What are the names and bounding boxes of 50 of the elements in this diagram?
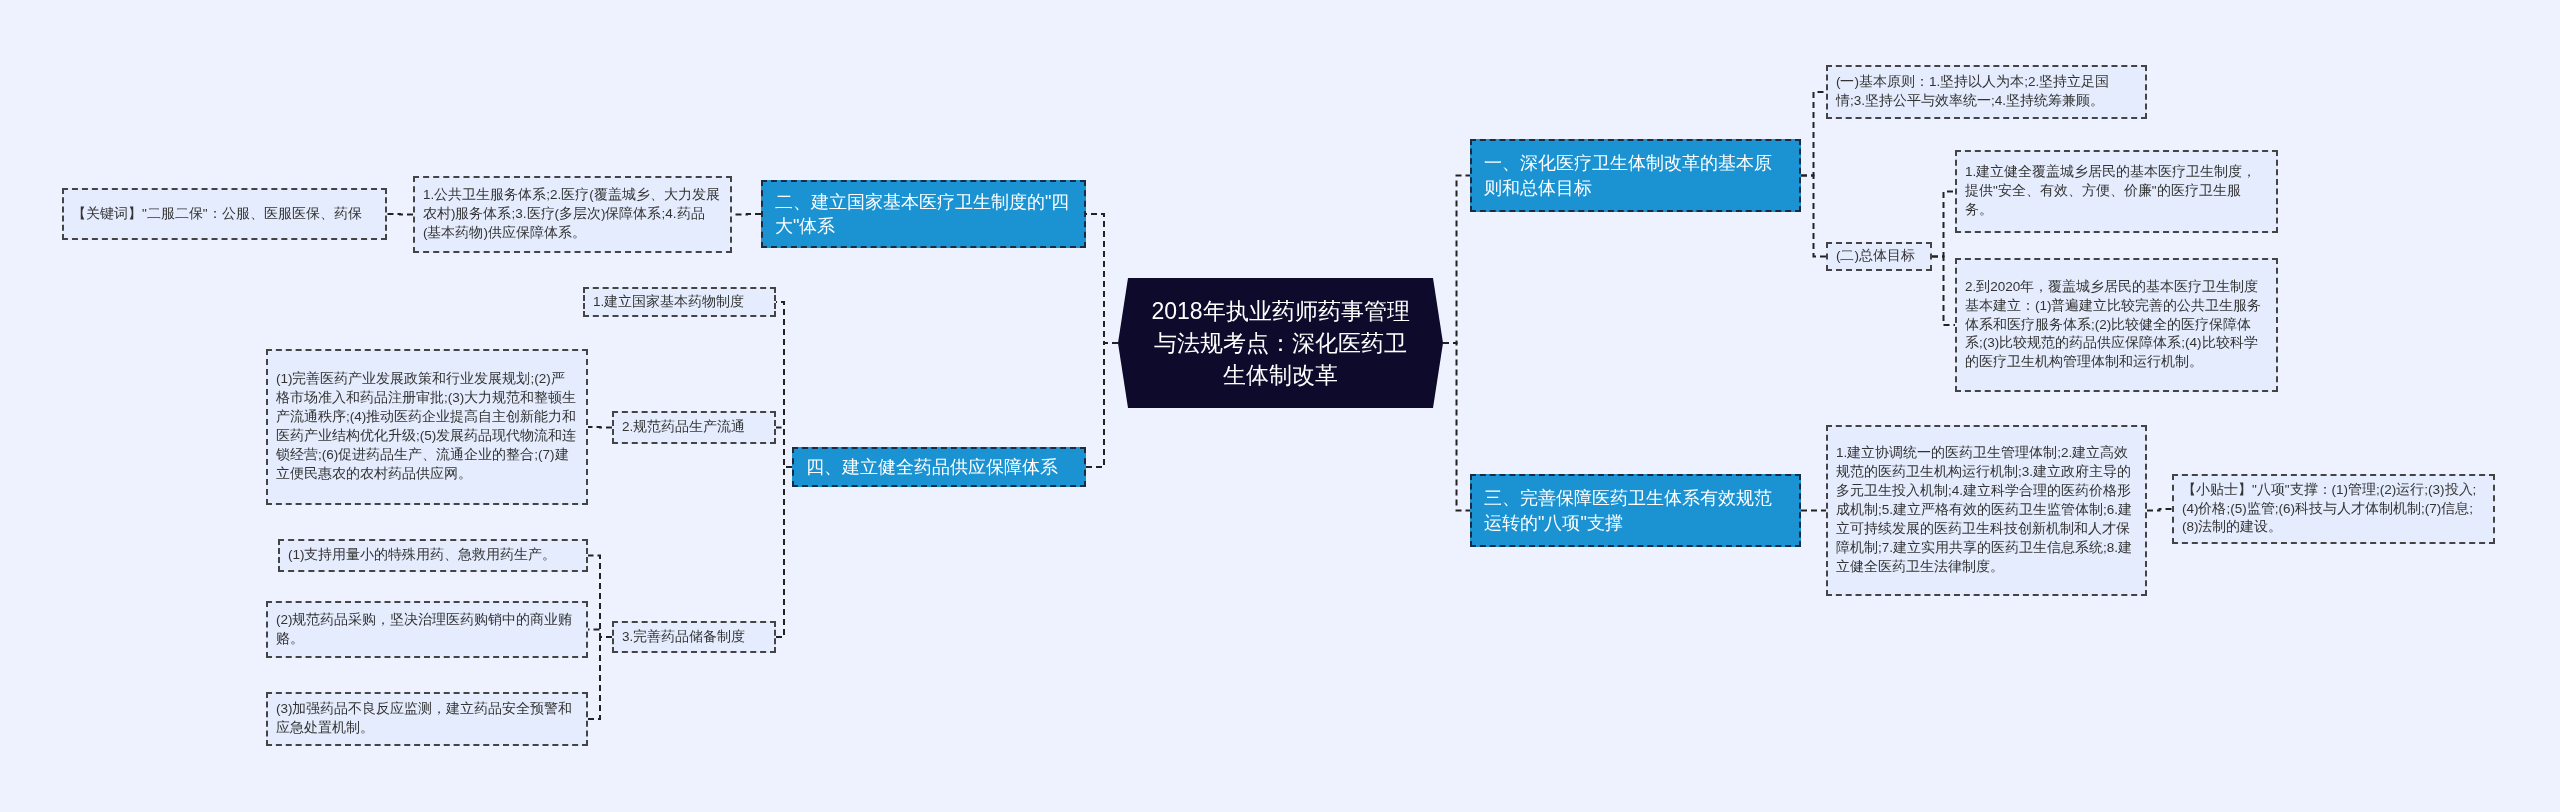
node-text: (1)完善医药产业发展政策和行业发展规划;(2)严格市场准入和药品注册审批;(3)大力规范和整顿生产流通秩序;(4)推动医药企业提高自主创新能力和医药产业结构优化升级;(5)发展药品现代物流和连锁经营;(6)促进药品生产、流通企业的整合;(7)建立便民惠农的农村药品供应网。 bbox=[276, 370, 578, 483]
node-text: 3.完善药品储备制度 bbox=[622, 627, 747, 646]
node-text: (1)支持用量小的特殊用药、急救用药生产。 bbox=[288, 546, 558, 565]
connector-line bbox=[1931, 255, 1956, 326]
subtopic-box bbox=[1826, 65, 2147, 119]
subtopic-box bbox=[1955, 150, 2278, 233]
topic-box bbox=[792, 447, 1086, 487]
topic-box bbox=[1470, 474, 1801, 547]
subtopic-box bbox=[1955, 258, 2278, 392]
node-text: 【小贴士】"八项"支撑：(1)管理;(2)运行;(3)投入;(4)价格;(5)监管;(6)科技与人才体制机制;(7)信息;(8)法制的建设。 bbox=[2182, 480, 2478, 537]
connector-line bbox=[1442, 342, 1471, 512]
subtopic-box bbox=[413, 176, 732, 253]
node-text: 2.到2020年，覆盖城乡居民的基本医疗卫生制度基本建立：(1)普遍建立比较完善的公共卫生服务体系和医疗服务体系;(2)比较健全的医疗保障体系;(3)比较规范的药品供应保障体系;(4)比较科学的医疗卫生机构管理体制和运行机制。 bbox=[1965, 277, 2263, 372]
node-text: (二)总体目标 bbox=[1836, 247, 1916, 266]
node-text: 一、深化医疗卫生体制改革的基本原则和总体目标 bbox=[1484, 152, 1773, 200]
node-text: 1.建立国家基本药物制度 bbox=[593, 292, 746, 311]
connector-line bbox=[1085, 342, 1119, 468]
subtopic-box bbox=[266, 692, 588, 746]
subtopic-box bbox=[612, 621, 776, 653]
subtopic-box bbox=[2172, 474, 2495, 544]
subtopic-box bbox=[612, 411, 776, 444]
subtopic-box bbox=[1826, 242, 1932, 271]
connector-line bbox=[1800, 509, 1827, 512]
central-topic-hexagon bbox=[1118, 278, 1443, 408]
topic-box bbox=[1470, 139, 1801, 212]
node-text: 三、完善保障医药卫生体系有效规范运转的"八项"支撑 bbox=[1484, 487, 1773, 535]
subtopic-box bbox=[278, 539, 588, 572]
node-text: 1.建立健全覆盖城乡居民的基本医疗卫生制度，提供"安全、有效、方便、价廉"的医疗卫生服务。 bbox=[1965, 163, 2258, 219]
node-text: 2.规范药品生产流通 bbox=[622, 418, 747, 437]
node-text: 2018年执业药师药事管理与法规考点：深化医药卫生体制改革 bbox=[1150, 296, 1411, 391]
subtopic-box bbox=[266, 349, 588, 505]
node-text: 1.公共卫生服务体系;2.医疗(覆盖城乡、大力发展农村)服务体系;3.医疗(多层次)保障体系;4.药品(基本药物)供应保障体系。 bbox=[423, 186, 721, 242]
connector-line bbox=[1800, 174, 1827, 258]
connector-line bbox=[587, 636, 613, 720]
subtopic-box bbox=[1826, 425, 2147, 596]
subtopic-box bbox=[583, 287, 776, 317]
node-text: (3)加强药品不良反应监测，建立药品安全预警和应急处置机制。 bbox=[276, 700, 574, 737]
node-text: 【关键词】"二服二保"：公服、医服医保、药保 bbox=[72, 204, 363, 223]
connector-line bbox=[775, 466, 793, 638]
topic-box bbox=[761, 180, 1086, 248]
connector-line bbox=[2146, 508, 2173, 512]
node-text: 四、建立健全药品供应保障体系 bbox=[806, 455, 1059, 479]
connector-line bbox=[386, 213, 414, 216]
node-text: 二、建立国家基本医疗卫生制度的"四大"体系 bbox=[775, 190, 1071, 238]
subtopic-box bbox=[266, 601, 588, 658]
connector-line bbox=[587, 426, 613, 429]
subtopic-box bbox=[62, 188, 387, 240]
node-text: (一)基本原则：1.坚持以人为本;2.坚持立足国情;3.坚持公平与效率统一;4.坚持统筹兼顾。 bbox=[1836, 73, 2111, 110]
node-text: 1.建立协调统一的医药卫生管理体制;2.建立高效规范的医药卫生机构运行机制;3.建立政府主导的多元卫生投入机制;4.建立科学合理的医药价格形成机制;5.建立严格有效的医药卫生监管体制;6.建立可持续发展的医药卫生科技创新机制和人才保障机制;7.建立实用共享的医药卫生信息系统;8.建立健全医药卫生法律制度。 bbox=[1836, 444, 2134, 576]
node-text: (2)规范药品采购，坚决治理医药购销中的商业贿赂。 bbox=[276, 610, 574, 648]
